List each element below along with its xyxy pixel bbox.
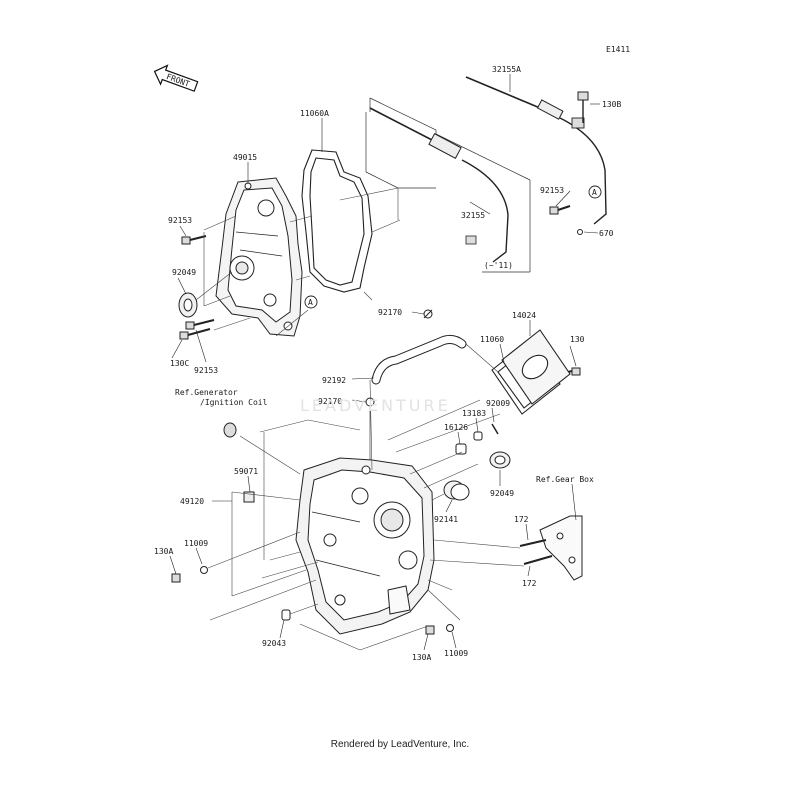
watermark: LEADVENTURE	[300, 396, 451, 415]
gear-case-cover-49015	[215, 177, 303, 337]
svg-text:A: A	[592, 188, 597, 197]
clamp-92170-upper	[423, 309, 433, 319]
bolt-92153-cable	[549, 205, 571, 215]
front-arrow-icon: FRONT	[153, 64, 199, 92]
crankcase-49120	[295, 457, 435, 635]
pin-13183	[473, 431, 483, 441]
washer-11009-left	[200, 566, 208, 574]
label-11009-a: 11009	[184, 539, 208, 548]
label-130A-b: 130A	[412, 653, 431, 662]
cover-plate-14024	[501, 329, 571, 405]
label-13183: 13183	[462, 409, 486, 418]
bolt-130A-bottom	[425, 625, 435, 635]
label-ignition-coil: /Ignition Coil	[200, 398, 268, 407]
bolt-92009	[491, 423, 499, 435]
callout-a-lower: A	[304, 295, 318, 309]
label-92141: 92141	[434, 515, 458, 524]
label-11060A: 11060A	[300, 109, 329, 118]
label-14024: 14024	[512, 311, 536, 320]
gear-box-bracket	[539, 515, 583, 581]
label-32155A: 32155A	[492, 65, 521, 74]
label-ref-generator: Ref.Generator	[175, 388, 238, 397]
label-59071: 59071	[234, 467, 258, 476]
label-92043: 92043	[262, 639, 286, 648]
washer-11009-bottom	[446, 624, 454, 632]
breather-hose-92192	[371, 334, 467, 385]
bolt-92153-lower	[185, 319, 215, 330]
label-130A-a: 130A	[154, 547, 173, 556]
label-92153-c: 92153	[540, 186, 564, 195]
label-130C: 130C	[170, 359, 189, 368]
pin-670	[577, 229, 583, 235]
label-130: 130	[570, 335, 585, 344]
bolt-92153-upper	[181, 235, 207, 245]
cable-box	[365, 97, 531, 273]
label-92170-b: 92170	[318, 397, 342, 406]
label-172-a: 172	[514, 515, 529, 524]
footer-credit: Rendered by LeadVenture, Inc.	[330, 739, 470, 750]
oil-seal-92049-upper	[178, 292, 198, 318]
label-92153-a: 92153	[168, 216, 192, 225]
label-11009-b: 11009	[444, 649, 468, 658]
label-49015: 49015	[233, 153, 257, 162]
label-32155: 32155	[461, 211, 485, 220]
label-92009: 92009	[486, 399, 510, 408]
guide-lines	[195, 187, 525, 651]
diagram-code: E1411	[606, 45, 630, 54]
label-92170-a: 92170	[378, 308, 402, 317]
stud-172-lower	[523, 555, 553, 565]
generator-coupler	[223, 422, 237, 438]
leader-lines	[169, 74, 600, 651]
bolt-130A-left	[171, 573, 181, 583]
gasket-11060A	[301, 149, 373, 293]
label-16126: 16126	[444, 423, 468, 432]
label-92192: 92192	[322, 376, 346, 385]
oil-seal-92049-lower	[489, 451, 511, 469]
label-11060: 11060	[480, 335, 504, 344]
label-49120: 49120	[180, 497, 204, 506]
label-92049-a: 92049	[172, 268, 196, 277]
bolt-130C	[179, 328, 211, 340]
throttle-cable-32155	[369, 107, 509, 263]
bearing-92141	[443, 480, 470, 501]
part-labels: 32155A 130B 11060A 49015 92153 92049 130…	[154, 65, 621, 662]
label-92153-b: 92153	[194, 366, 218, 375]
callout-a-upper: A	[588, 185, 602, 199]
throttle-cable-32155A	[465, 76, 607, 225]
label-92049-b: 92049	[490, 489, 514, 498]
label-172-b: 172	[522, 579, 537, 588]
bushing-16126	[455, 443, 467, 455]
pin-92043	[281, 609, 291, 621]
label-130B: 130B	[602, 100, 621, 109]
svg-text:A: A	[308, 298, 313, 307]
label-670: 670	[599, 229, 614, 238]
clamp-92170-lower	[365, 397, 375, 470]
plug-59071	[243, 491, 255, 503]
bolt-130B	[577, 91, 589, 101]
stud-172-upper	[519, 539, 547, 547]
label-year-note: (~'11)	[484, 261, 513, 270]
label-ref-gear-box: Ref.Gear Box	[536, 475, 594, 484]
